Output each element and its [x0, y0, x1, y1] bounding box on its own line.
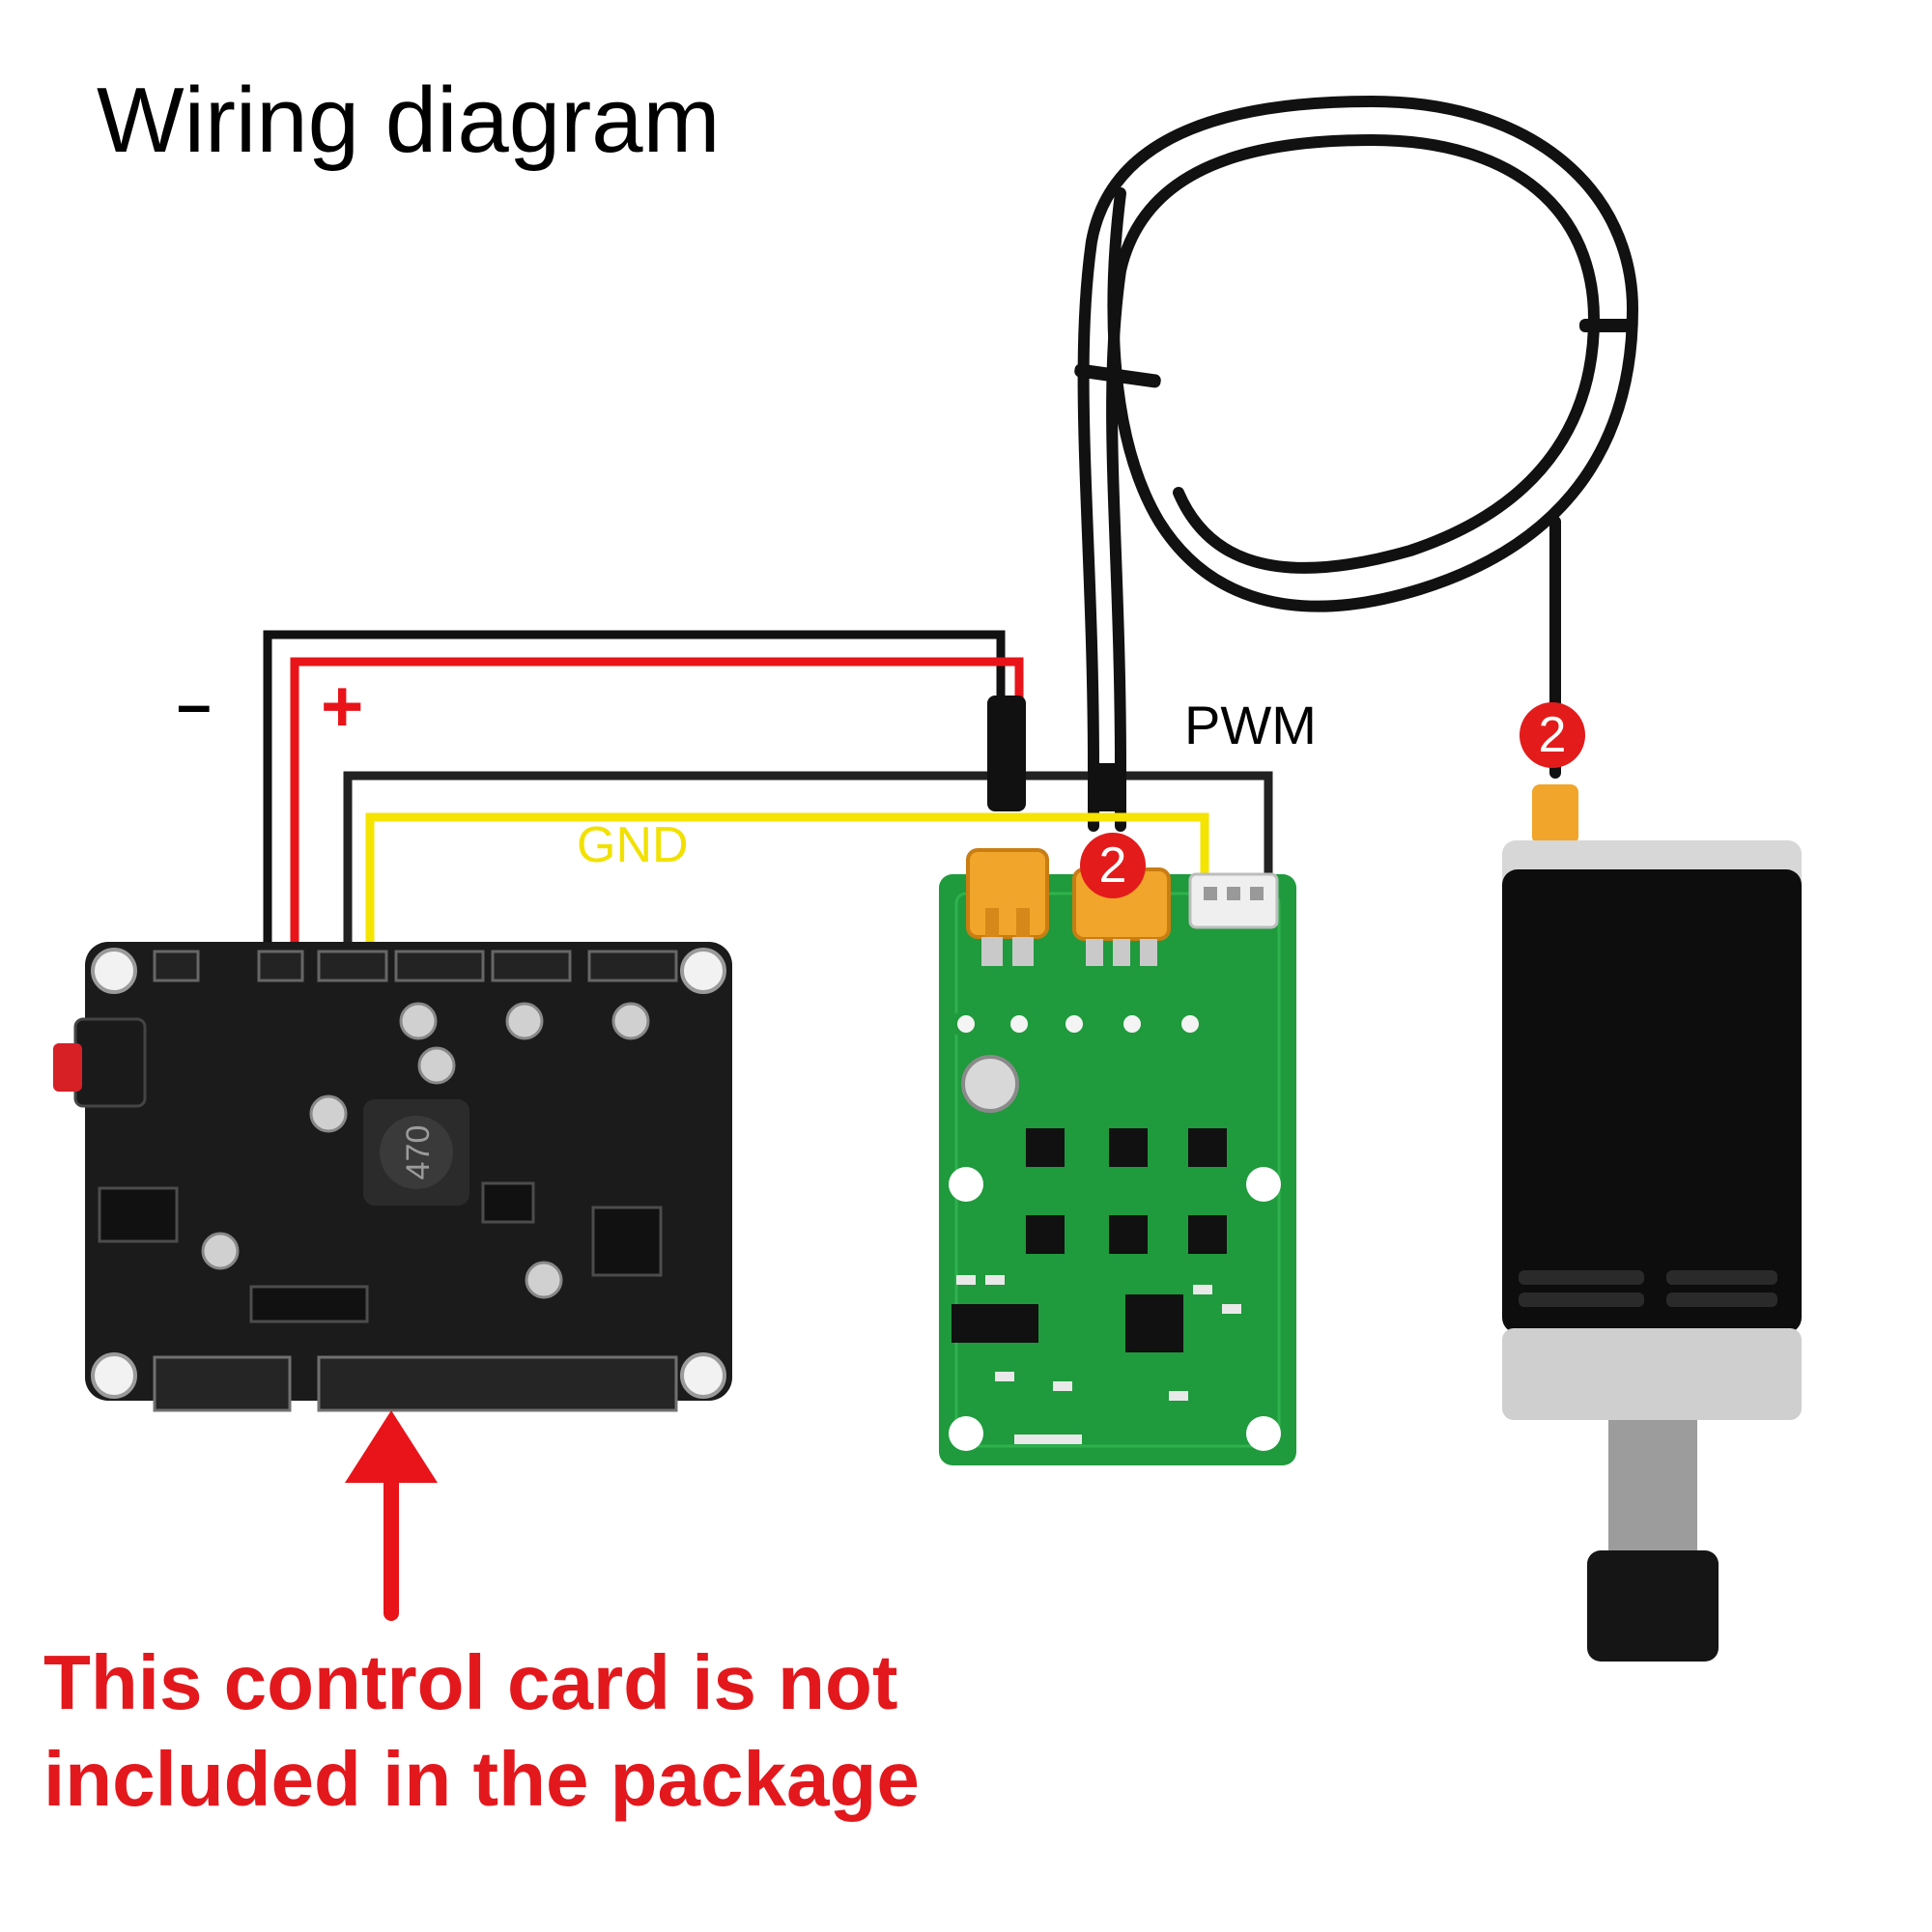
xt60-power-connector	[966, 848, 1049, 966]
package-note-line-1: This control card is not	[43, 1639, 898, 1725]
capacitor	[961, 1055, 1019, 1113]
driver-connector-badge: 2	[1080, 833, 1146, 898]
package-note-line-2: included in the package	[43, 1736, 920, 1822]
mosfet-chips	[952, 1128, 1227, 1352]
driver-board	[939, 848, 1296, 1465]
negative-wire	[263, 630, 1006, 952]
inductor-marking: 470	[400, 1125, 437, 1180]
pwm-signal-connector	[1188, 872, 1279, 929]
motor-body	[1502, 869, 1802, 1333]
motor-connector-badge: 2	[1520, 702, 1585, 768]
inductor: 470	[363, 1099, 469, 1206]
wires	[263, 630, 1273, 952]
gnd-wire	[365, 812, 1209, 952]
cable-tie-right	[1579, 319, 1637, 332]
negative-label: –	[177, 669, 212, 739]
cable-loop-outer	[1077, 95, 1639, 832]
spindle-motor	[1502, 784, 1802, 1662]
motor-shaft	[1608, 1420, 1697, 1555]
power-lead	[987, 696, 1026, 811]
smd-components	[956, 1275, 1241, 1444]
collet-nut	[1587, 1550, 1719, 1662]
control-board: 470	[53, 942, 732, 1412]
bottom-headers	[153, 1355, 678, 1412]
corner-holes	[91, 948, 726, 1399]
gnd-label: GND	[577, 817, 689, 873]
diagram-title: Wiring diagram	[97, 69, 721, 172]
power-switch	[53, 1017, 147, 1108]
capacitors	[201, 1002, 650, 1299]
positive-label: +	[321, 666, 364, 748]
pwm-label: PWM	[1184, 695, 1317, 755]
motor-bottom-cap	[1502, 1328, 1802, 1420]
positive-wire	[290, 657, 1024, 952]
driver-input-leads	[987, 696, 1126, 811]
package-note: This control card is not included in the…	[43, 1634, 920, 1828]
cable-loop-inner	[1106, 133, 1601, 832]
motor-cable	[1074, 95, 1639, 832]
top-headers	[153, 950, 678, 982]
pwm-wire	[343, 771, 1273, 952]
red-up-arrow-icon	[345, 1410, 438, 1621]
cable-tie-left	[1074, 363, 1161, 388]
pads	[952, 1009, 1205, 1038]
motor-cable-collar	[1532, 784, 1578, 844]
chips	[98, 1181, 663, 1323]
mounting-holes	[949, 1167, 1281, 1451]
motor-lead	[1088, 763, 1126, 811]
motor-vents	[1519, 1270, 1777, 1307]
